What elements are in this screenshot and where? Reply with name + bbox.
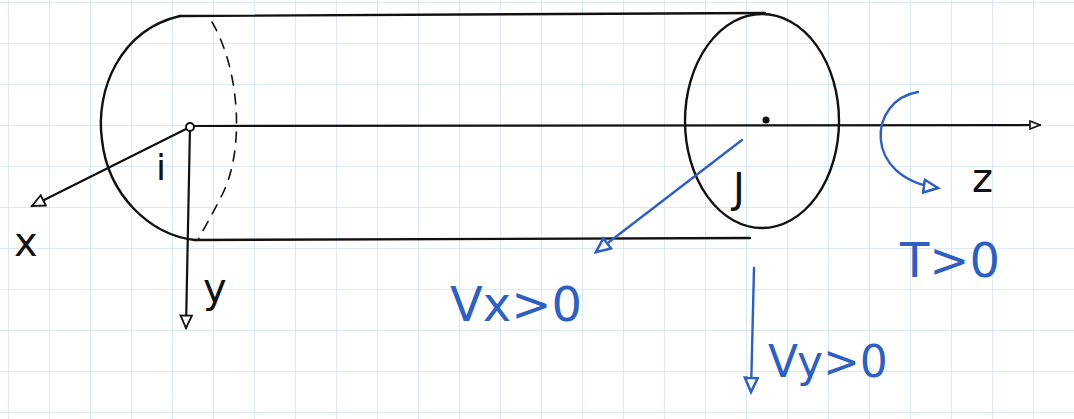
point-i <box>186 123 194 131</box>
cylinder-left-end <box>101 16 195 240</box>
point-label: i <box>156 150 166 186</box>
cylinder-top-edge <box>180 13 765 16</box>
point-label: J <box>733 168 745 208</box>
cylinder-right-end <box>685 14 839 228</box>
axis-label: x <box>14 222 38 262</box>
cylinder-bottom-edge <box>195 238 750 240</box>
shear-y-arrow <box>751 268 754 392</box>
load-label: T>0 <box>900 236 1000 284</box>
y-axis <box>186 127 190 328</box>
load-arrows <box>596 92 938 392</box>
x-axis <box>32 127 190 206</box>
axis-label: z <box>972 158 993 198</box>
axis-label: y <box>203 268 227 308</box>
shear-x-arrow <box>596 140 742 252</box>
point-j <box>763 117 770 124</box>
cylinder-hidden-edge <box>198 22 237 240</box>
torque-arrow <box>881 92 938 188</box>
load-label: Vx>0 <box>450 280 582 328</box>
z-axis <box>190 125 1040 126</box>
load-label: Vy>0 <box>768 340 888 384</box>
axes <box>32 125 1040 328</box>
